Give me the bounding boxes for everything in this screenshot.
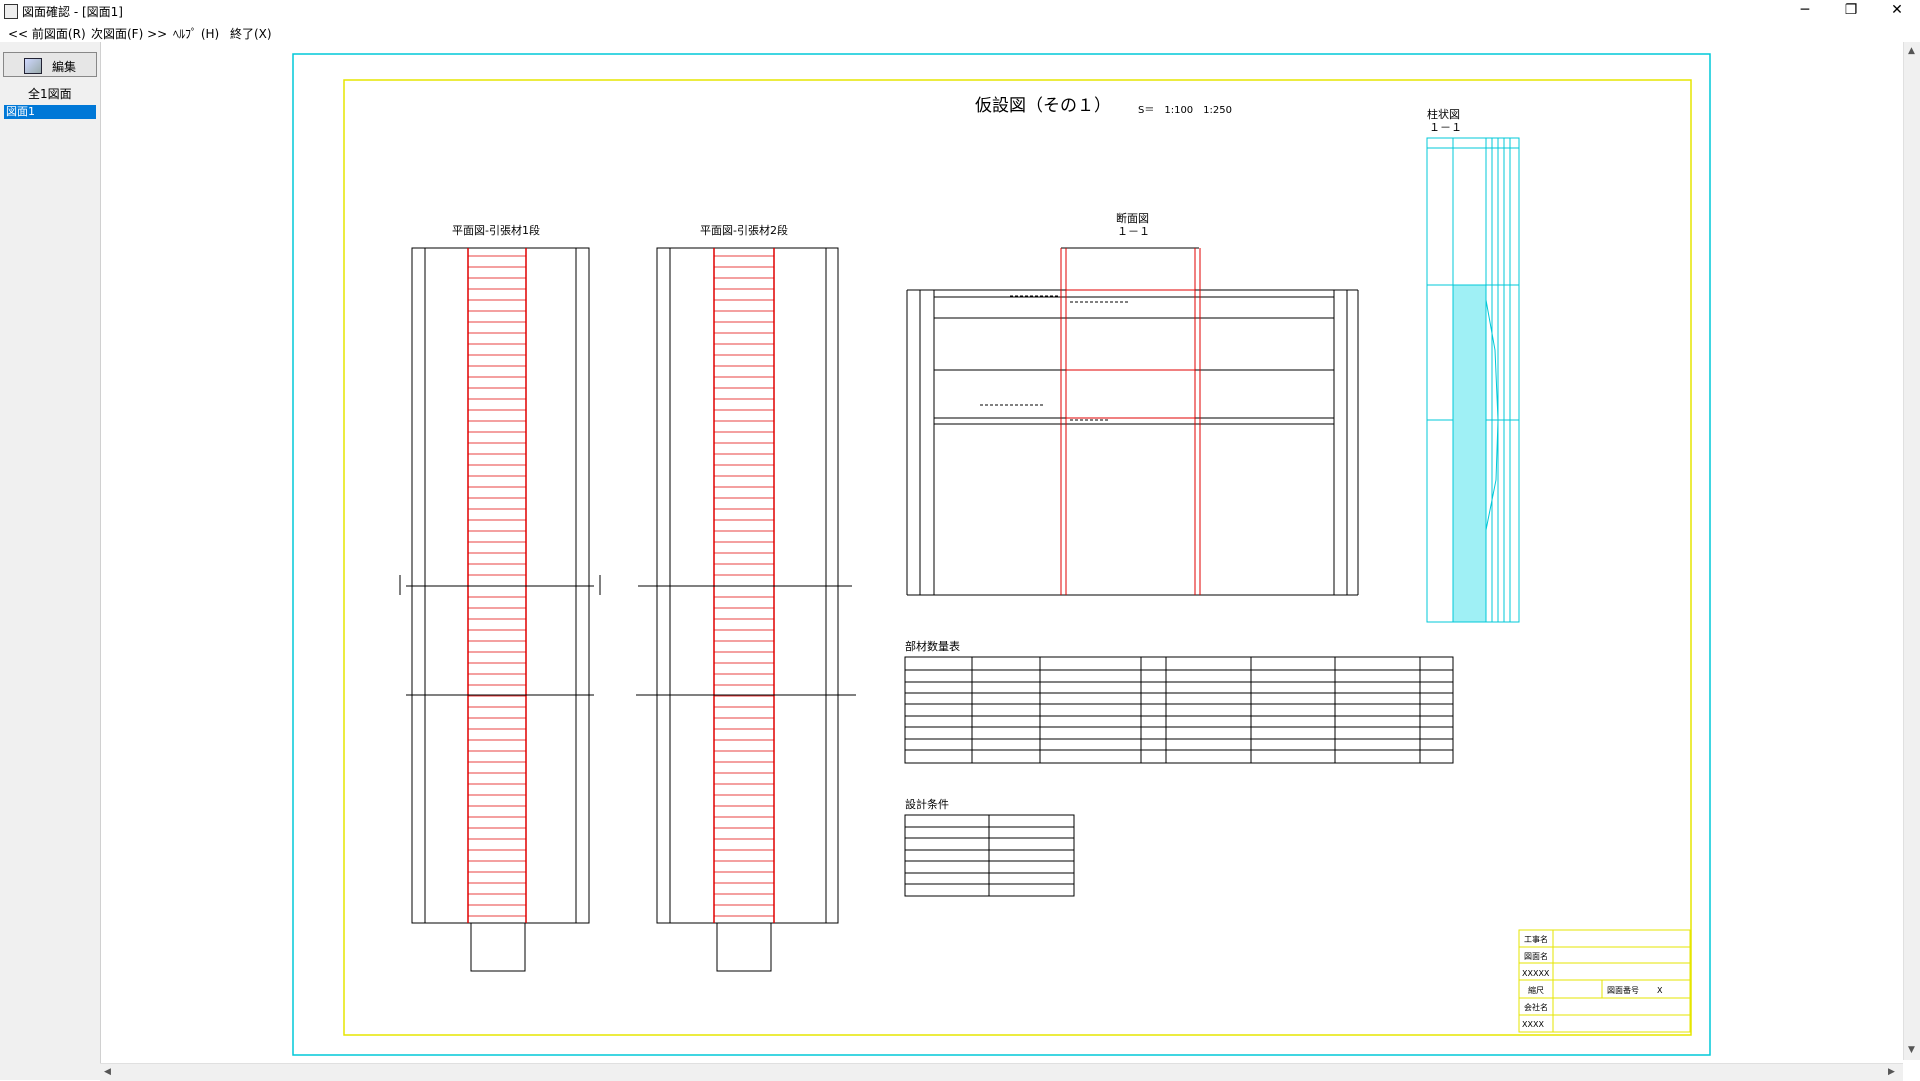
plan1-title: 平面図-引張材1段 xyxy=(452,223,540,237)
sheet-inner-frame xyxy=(343,79,1692,1036)
drawing-title: 仮設図（その１） xyxy=(975,96,1111,116)
titleblock-label-xxxx: XXXX xyxy=(1522,1020,1544,1029)
column-subtitle: １－１ xyxy=(1429,121,1462,134)
title-bar: 図面確認 - [図面1] ─ ❐ ✕ xyxy=(0,0,1920,22)
section-title: 断面図 xyxy=(1116,211,1149,225)
scroll-down-icon[interactable]: ▼ xyxy=(1908,1045,1915,1055)
column-title: 柱状図 xyxy=(1427,107,1460,121)
titleblock-label-xxxxx: XXXXX xyxy=(1522,969,1550,978)
section-view xyxy=(906,247,1359,596)
minimize-button[interactable]: ─ xyxy=(1800,2,1810,18)
close-button[interactable]: ✕ xyxy=(1891,2,1903,18)
titleblock-label-scale: 縮尺 xyxy=(1528,985,1544,995)
edit-button-label: 編集 xyxy=(52,60,77,74)
edit-button[interactable]: 編集 xyxy=(3,52,97,77)
menu-next-drawing[interactable]: 次図面(F) >> xyxy=(91,27,168,41)
horizontal-scrollbar[interactable]: ◀ ▶ xyxy=(100,1063,1903,1081)
window-title: 図面確認 - [図面1] xyxy=(22,5,123,19)
titleblock-label-drawing-name: 図面名 xyxy=(1524,951,1548,961)
plan2-title: 平面図-引張材2段 xyxy=(700,223,788,237)
plan-view-2 xyxy=(636,247,856,972)
drawing-canvas[interactable]: 仮設図（その１） S＝ 1:100 1:250 平面図-引張材1段 平面図-引張… xyxy=(101,42,1903,1063)
drawing-count-label: 全1図面 xyxy=(28,87,72,101)
materials-table xyxy=(904,656,1454,764)
drawing-list-item[interactable]: 図面1 xyxy=(4,105,96,119)
titleblock-drawing-no-label: 図面番号 xyxy=(1607,985,1639,995)
scroll-left-icon[interactable]: ◀ xyxy=(104,1067,111,1077)
scroll-up-icon[interactable]: ▲ xyxy=(1908,46,1915,56)
drawing-list-panel: 編集 全1図面 図面1 xyxy=(0,42,101,1080)
materials-title: 部材数量表 xyxy=(905,639,960,653)
scroll-right-icon[interactable]: ▶ xyxy=(1888,1067,1895,1077)
titleblock-label-project: 工事名 xyxy=(1524,934,1548,944)
conditions-title: 設計条件 xyxy=(905,797,949,811)
menu-bar: << 前図面(R) 次図面(F) >> ﾍﾙﾌﾟ (H) 終了(X) xyxy=(0,22,1920,42)
plan-view-1 xyxy=(399,247,601,972)
titleblock-label-company: 会社名 xyxy=(1524,1002,1548,1012)
drawing-scale: S＝ 1:100 1:250 xyxy=(1138,105,1232,116)
menu-help[interactable]: ﾍﾙﾌﾟ (H) xyxy=(173,27,220,41)
conditions-table xyxy=(904,814,1075,897)
vertical-scrollbar[interactable]: ▲ ▼ xyxy=(1903,42,1920,1060)
plan2-tieback-strip xyxy=(713,248,775,923)
app-icon xyxy=(4,4,18,19)
column-log xyxy=(1426,137,1520,623)
title-block xyxy=(1518,929,1691,1033)
menu-prev-drawing[interactable]: << 前図面(R) xyxy=(8,27,86,41)
restore-button[interactable]: ❐ xyxy=(1844,2,1858,18)
titleblock-drawing-no-value: X xyxy=(1657,986,1663,995)
section-subtitle: １－１ xyxy=(1117,225,1150,238)
menu-exit[interactable]: 終了(X) xyxy=(230,27,272,41)
sheet-outer-frame xyxy=(292,53,1711,1056)
edit-icon xyxy=(24,58,42,74)
